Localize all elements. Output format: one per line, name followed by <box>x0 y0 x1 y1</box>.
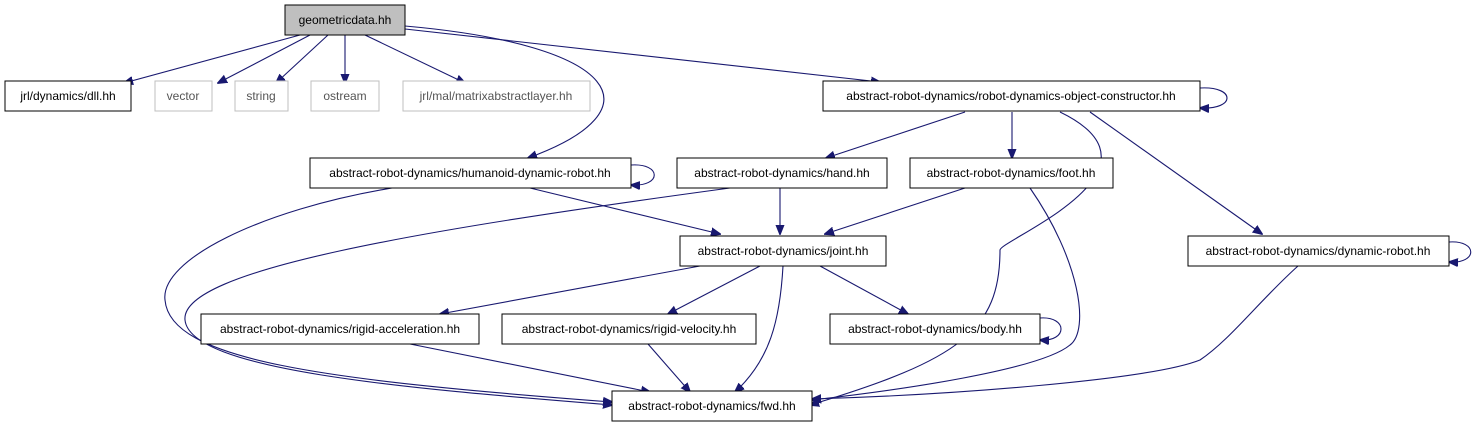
node-geometricdata-label: geometricdata.hh <box>299 13 392 27</box>
node-hand[interactable]: abstract-robot-dynamics/hand.hh <box>676 157 888 189</box>
edge-rigid-acceleration-fwd <box>409 343 650 392</box>
node-joint[interactable]: abstract-robot-dynamics/joint.hh <box>679 235 887 267</box>
node-body[interactable]: abstract-robot-dynamics/body.hh <box>829 313 1041 345</box>
node-humanoid-label: abstract-robot-dynamics/humanoid-dynamic… <box>329 166 610 180</box>
node-rigid-velocity-label: abstract-robot-dynamics/rigid-velocity.h… <box>522 322 737 336</box>
edge-foot-fwd <box>812 187 1081 400</box>
edge-geometricdata-string <box>276 34 329 83</box>
edge-humanoid-self <box>631 164 655 185</box>
edge-geometricdata-dll <box>124 34 301 83</box>
node-foot-label: abstract-robot-dynamics/foot.hh <box>927 166 1096 180</box>
node-dynamic-robot[interactable]: abstract-robot-dynamics/dynamic-robot.hh <box>1187 235 1450 267</box>
edge-joint-body <box>819 265 908 314</box>
edge-humanoid-fwd <box>164 187 612 402</box>
edge-geometricdata-matrixabstractlayer <box>364 34 465 83</box>
node-foot[interactable]: abstract-robot-dynamics/foot.hh <box>909 157 1114 189</box>
edge-joint-rigid-velocity <box>668 265 761 314</box>
edge-objconstructor-self <box>1200 87 1228 108</box>
node-string-label: string <box>246 89 275 103</box>
node-fwd-label: abstract-robot-dynamics/fwd.hh <box>628 399 795 413</box>
node-dll-label: jrl/dynamics/dll.hh <box>19 89 115 103</box>
edge-objconstructor-hand <box>826 111 966 158</box>
edge-dynamic-robot-fwd <box>812 265 1299 399</box>
edge-body-self <box>1040 317 1062 340</box>
edge-geometricdata-humanoid <box>404 25 605 158</box>
node-matrixabstractlayer: jrl/mal/matrixabstractlayer.hh <box>402 80 591 112</box>
node-hand-label: abstract-robot-dynamics/hand.hh <box>694 166 869 180</box>
node-geometricdata[interactable]: geometricdata.hh <box>284 4 406 36</box>
node-dll[interactable]: jrl/dynamics/dll.hh <box>4 80 132 112</box>
edge-objconstructor-dynamic-robot <box>1089 111 1262 234</box>
edge-geometricdata-object-constructor <box>404 28 880 82</box>
node-fwd[interactable]: abstract-robot-dynamics/fwd.hh <box>611 390 813 422</box>
edge-joint-fwd <box>735 265 784 392</box>
node-rigid-acceleration[interactable]: abstract-robot-dynamics/rigid-accelerati… <box>200 313 480 345</box>
node-joint-label: abstract-robot-dynamics/joint.hh <box>698 244 869 258</box>
node-matrixabstractlayer-label: jrl/mal/matrixabstractlayer.hh <box>419 89 573 103</box>
edge-humanoid-joint <box>529 187 720 234</box>
edge-hand-fwd <box>184 187 731 405</box>
edge-foot-joint <box>825 187 966 234</box>
node-rigid-acceleration-label: abstract-robot-dynamics/rigid-accelerati… <box>220 322 460 336</box>
edge-dynamic-robot-self <box>1449 241 1472 262</box>
node-object-constructor[interactable]: abstract-robot-dynamics/robot-dynamics-o… <box>822 80 1201 112</box>
node-humanoid[interactable]: abstract-robot-dynamics/humanoid-dynamic… <box>309 157 632 189</box>
edge-rigid-velocity-fwd <box>647 343 690 392</box>
edge-geometricdata-vector <box>218 34 311 83</box>
node-body-label: abstract-robot-dynamics/body.hh <box>848 322 1022 336</box>
node-vector: vector <box>154 80 213 112</box>
nodes: geometricdata.hh jrl/dynamics/dll.hh vec… <box>4 4 1450 422</box>
node-string: string <box>234 80 289 112</box>
node-dynamic-robot-label: abstract-robot-dynamics/dynamic-robot.hh <box>1206 244 1431 258</box>
node-vector-label: vector <box>167 89 200 103</box>
node-ostream-label: ostream <box>323 89 366 103</box>
node-object-constructor-label: abstract-robot-dynamics/robot-dynamics-o… <box>846 89 1175 103</box>
node-ostream: ostream <box>310 80 380 112</box>
node-rigid-velocity[interactable]: abstract-robot-dynamics/rigid-velocity.h… <box>501 313 757 345</box>
edge-joint-rigid-acceleration <box>440 265 701 314</box>
